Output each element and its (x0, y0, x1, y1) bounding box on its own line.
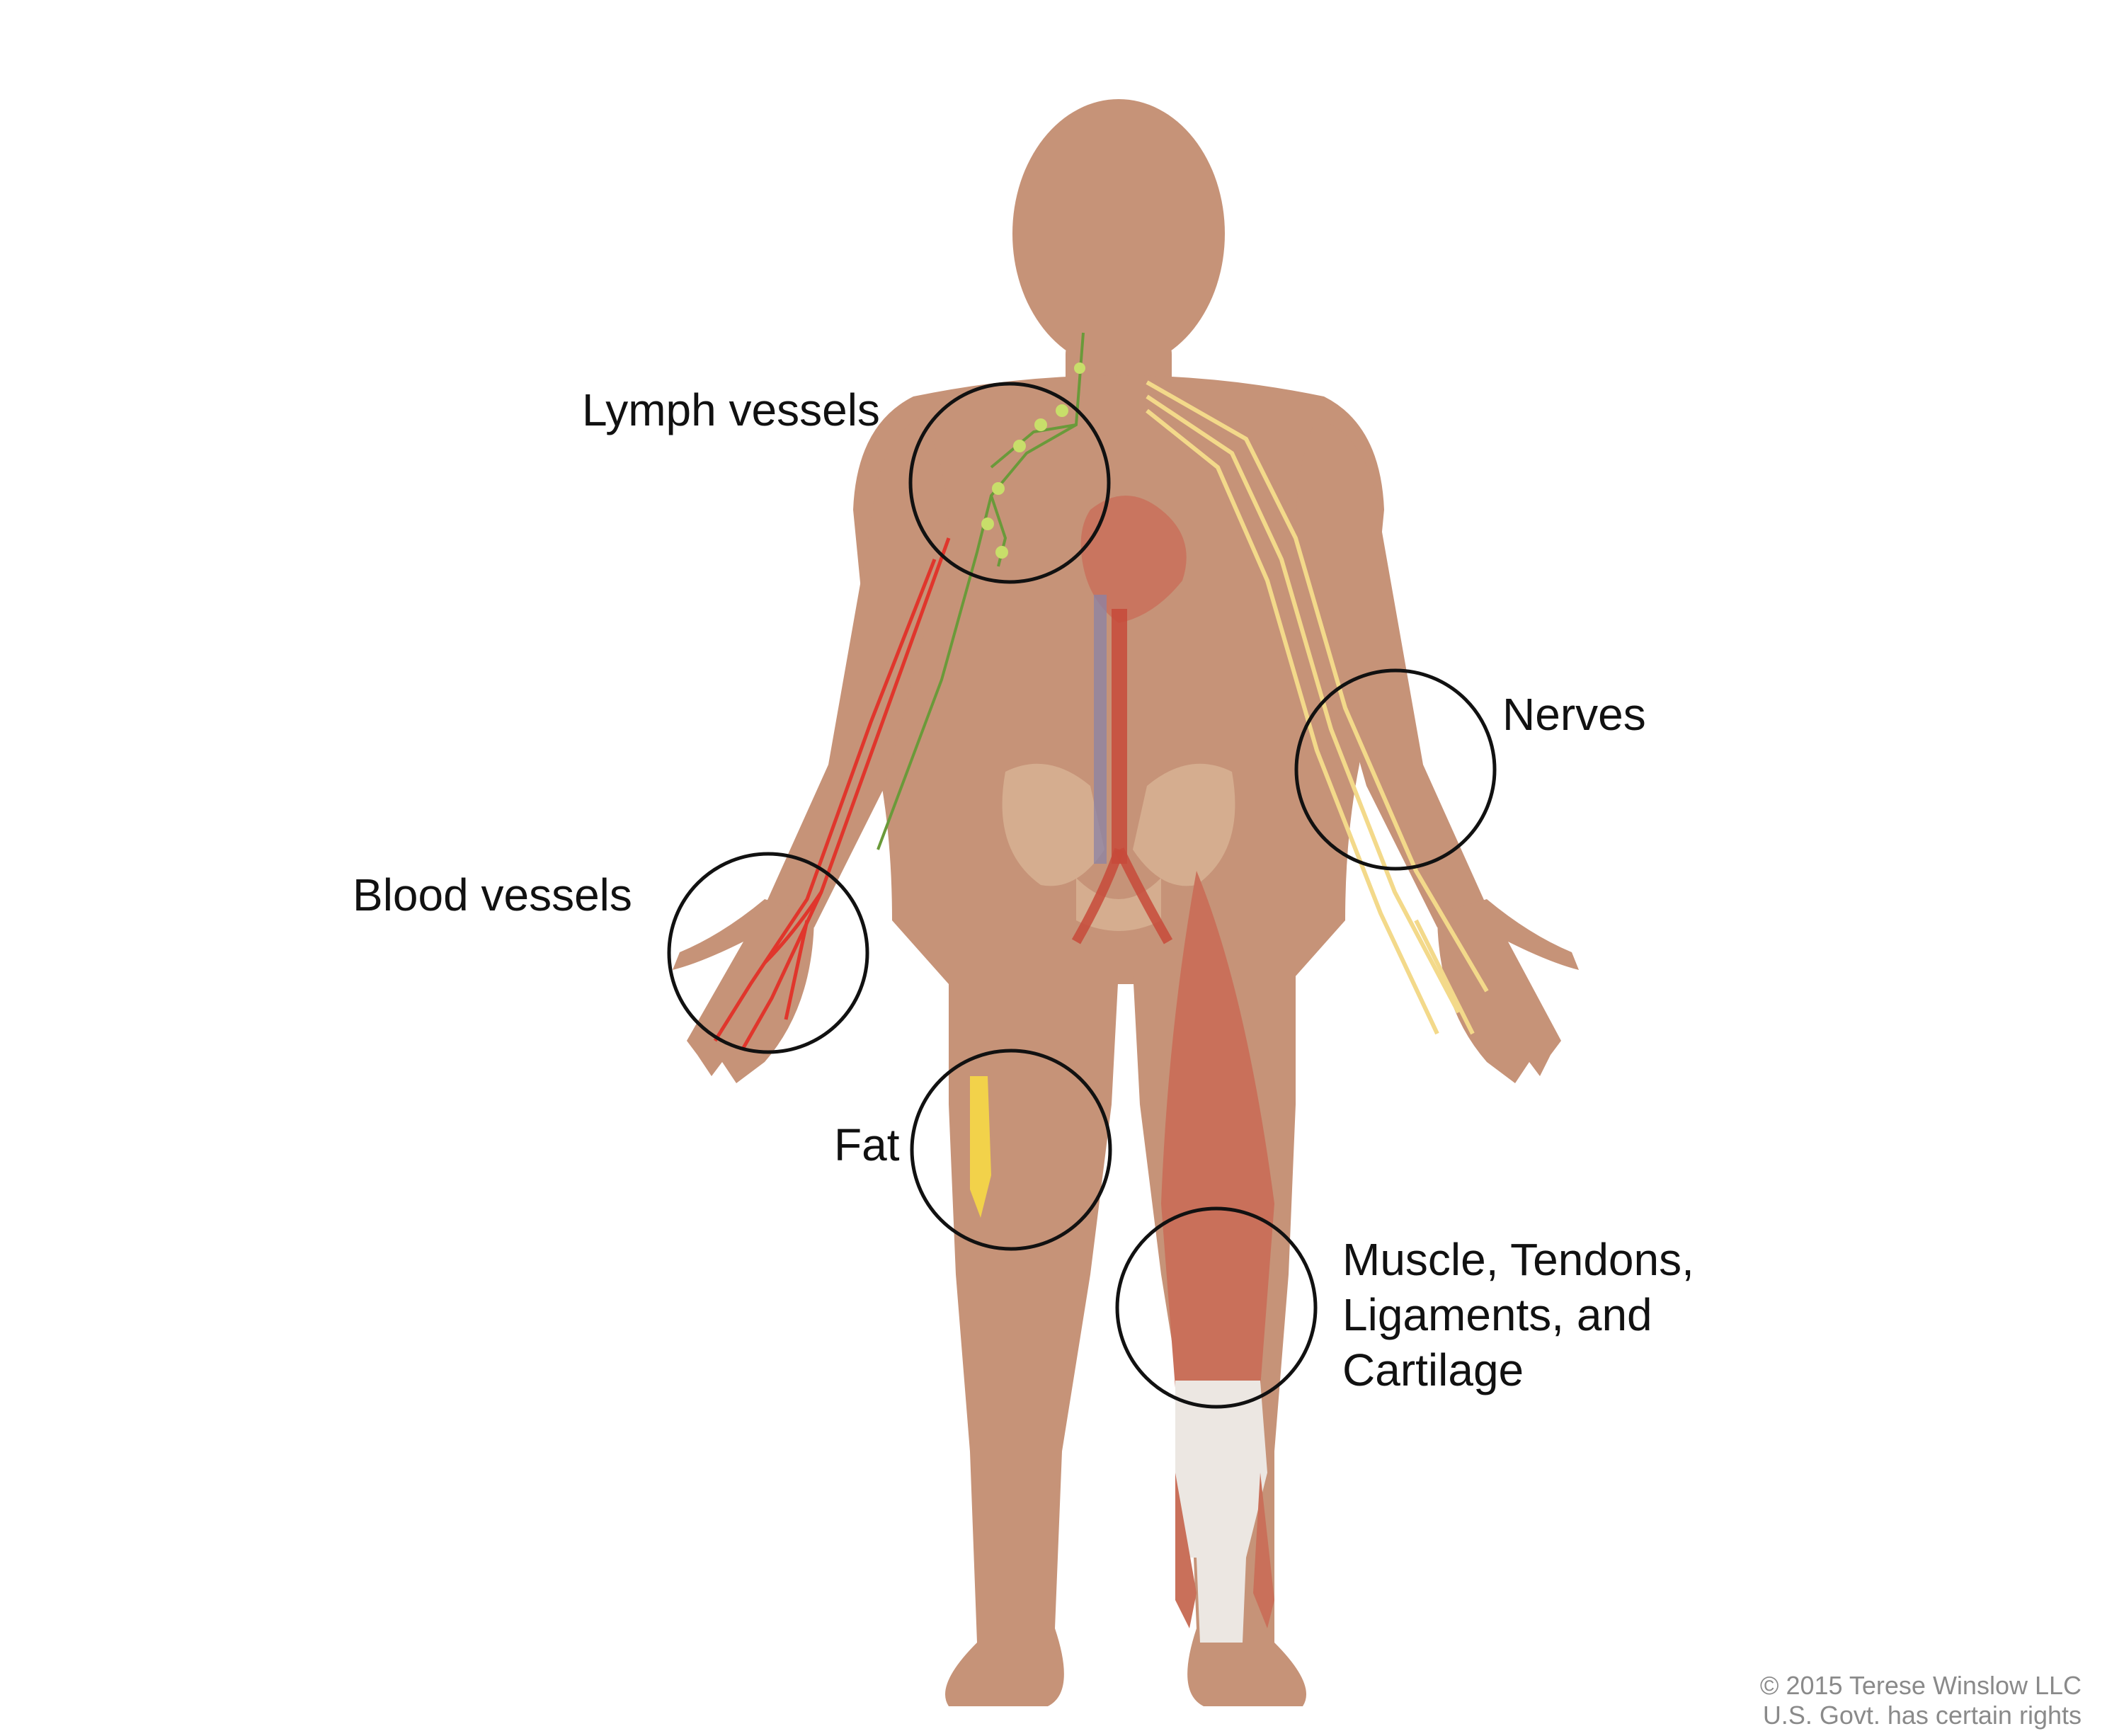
label-blood-vessels: Blood vessels (353, 869, 632, 920)
copyright-credit: © 2015 Terese Winslow LLC U.S. Govt. has… (1760, 1671, 2082, 1730)
fat-tissue (970, 1076, 991, 1218)
label-fat: Fat (834, 1119, 900, 1170)
label-muscle-line1: Muscle, Tendons, (1342, 1234, 1694, 1285)
blood-circle (667, 852, 869, 1054)
label-muscle-line2: Ligaments, and (1342, 1289, 1652, 1340)
heart (1071, 496, 1187, 944)
pelvis-bone (1002, 763, 1235, 931)
label-muscle-tendons: Muscle, Tendons, Ligaments, and Cartilag… (1342, 1232, 1694, 1398)
credit-line2: U.S. Govt. has certain rights (1762, 1701, 2082, 1730)
nerves-circle (1294, 668, 1497, 871)
nerves (1146, 380, 1489, 1035)
lymph-nodes (981, 362, 1085, 559)
label-muscle-line3: Cartilage (1342, 1344, 1524, 1395)
blood-vessels (713, 537, 951, 1049)
label-nerves: Nerves (1502, 689, 1646, 740)
credit-line1: © 2015 Terese Winslow LLC (1759, 1671, 2082, 1700)
leg-muscles (1161, 871, 1274, 1643)
label-lymph-vessels: Lymph vessels (582, 384, 880, 435)
fat-circle (910, 1049, 1112, 1251)
muscle-circle (1115, 1206, 1318, 1409)
highlight-circles (667, 382, 1497, 1409)
lymph-circle (908, 382, 1111, 584)
